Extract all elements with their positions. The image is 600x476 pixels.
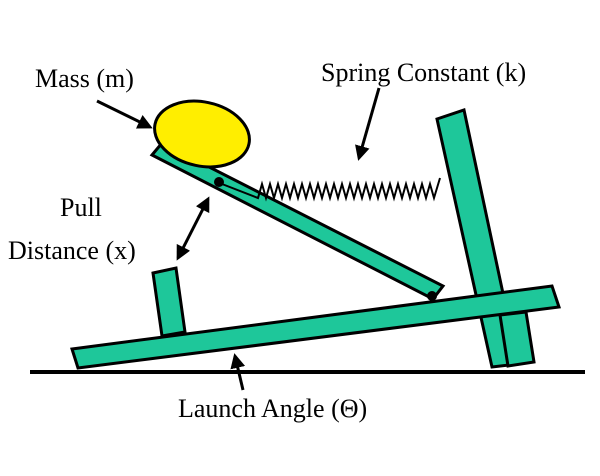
- spring-constant-label: Spring Constant (k): [321, 58, 526, 87]
- base-plank: [70, 284, 562, 370]
- stopper-post: [151, 266, 187, 338]
- rear-post-lower: [498, 310, 536, 368]
- mass-arrow: [96, 99, 153, 129]
- spring-icon: [221, 177, 441, 202]
- spring-attach-point: [214, 177, 224, 187]
- mass-ellipse: [153, 99, 251, 169]
- pull-distance-arrow: [176, 196, 210, 261]
- pull-distance-label-line2: Distance (x): [8, 236, 136, 265]
- launcher-arm: [149, 141, 446, 301]
- launch-angle-arrow: [230, 353, 246, 391]
- pivot-point: [427, 291, 437, 301]
- mass-label: Mass (m): [35, 64, 134, 93]
- pull-distance-label-line1: Pull: [60, 193, 102, 222]
- spring-constant-arrow: [355, 87, 381, 161]
- launch-angle-label: Launch Angle (Θ): [178, 394, 367, 423]
